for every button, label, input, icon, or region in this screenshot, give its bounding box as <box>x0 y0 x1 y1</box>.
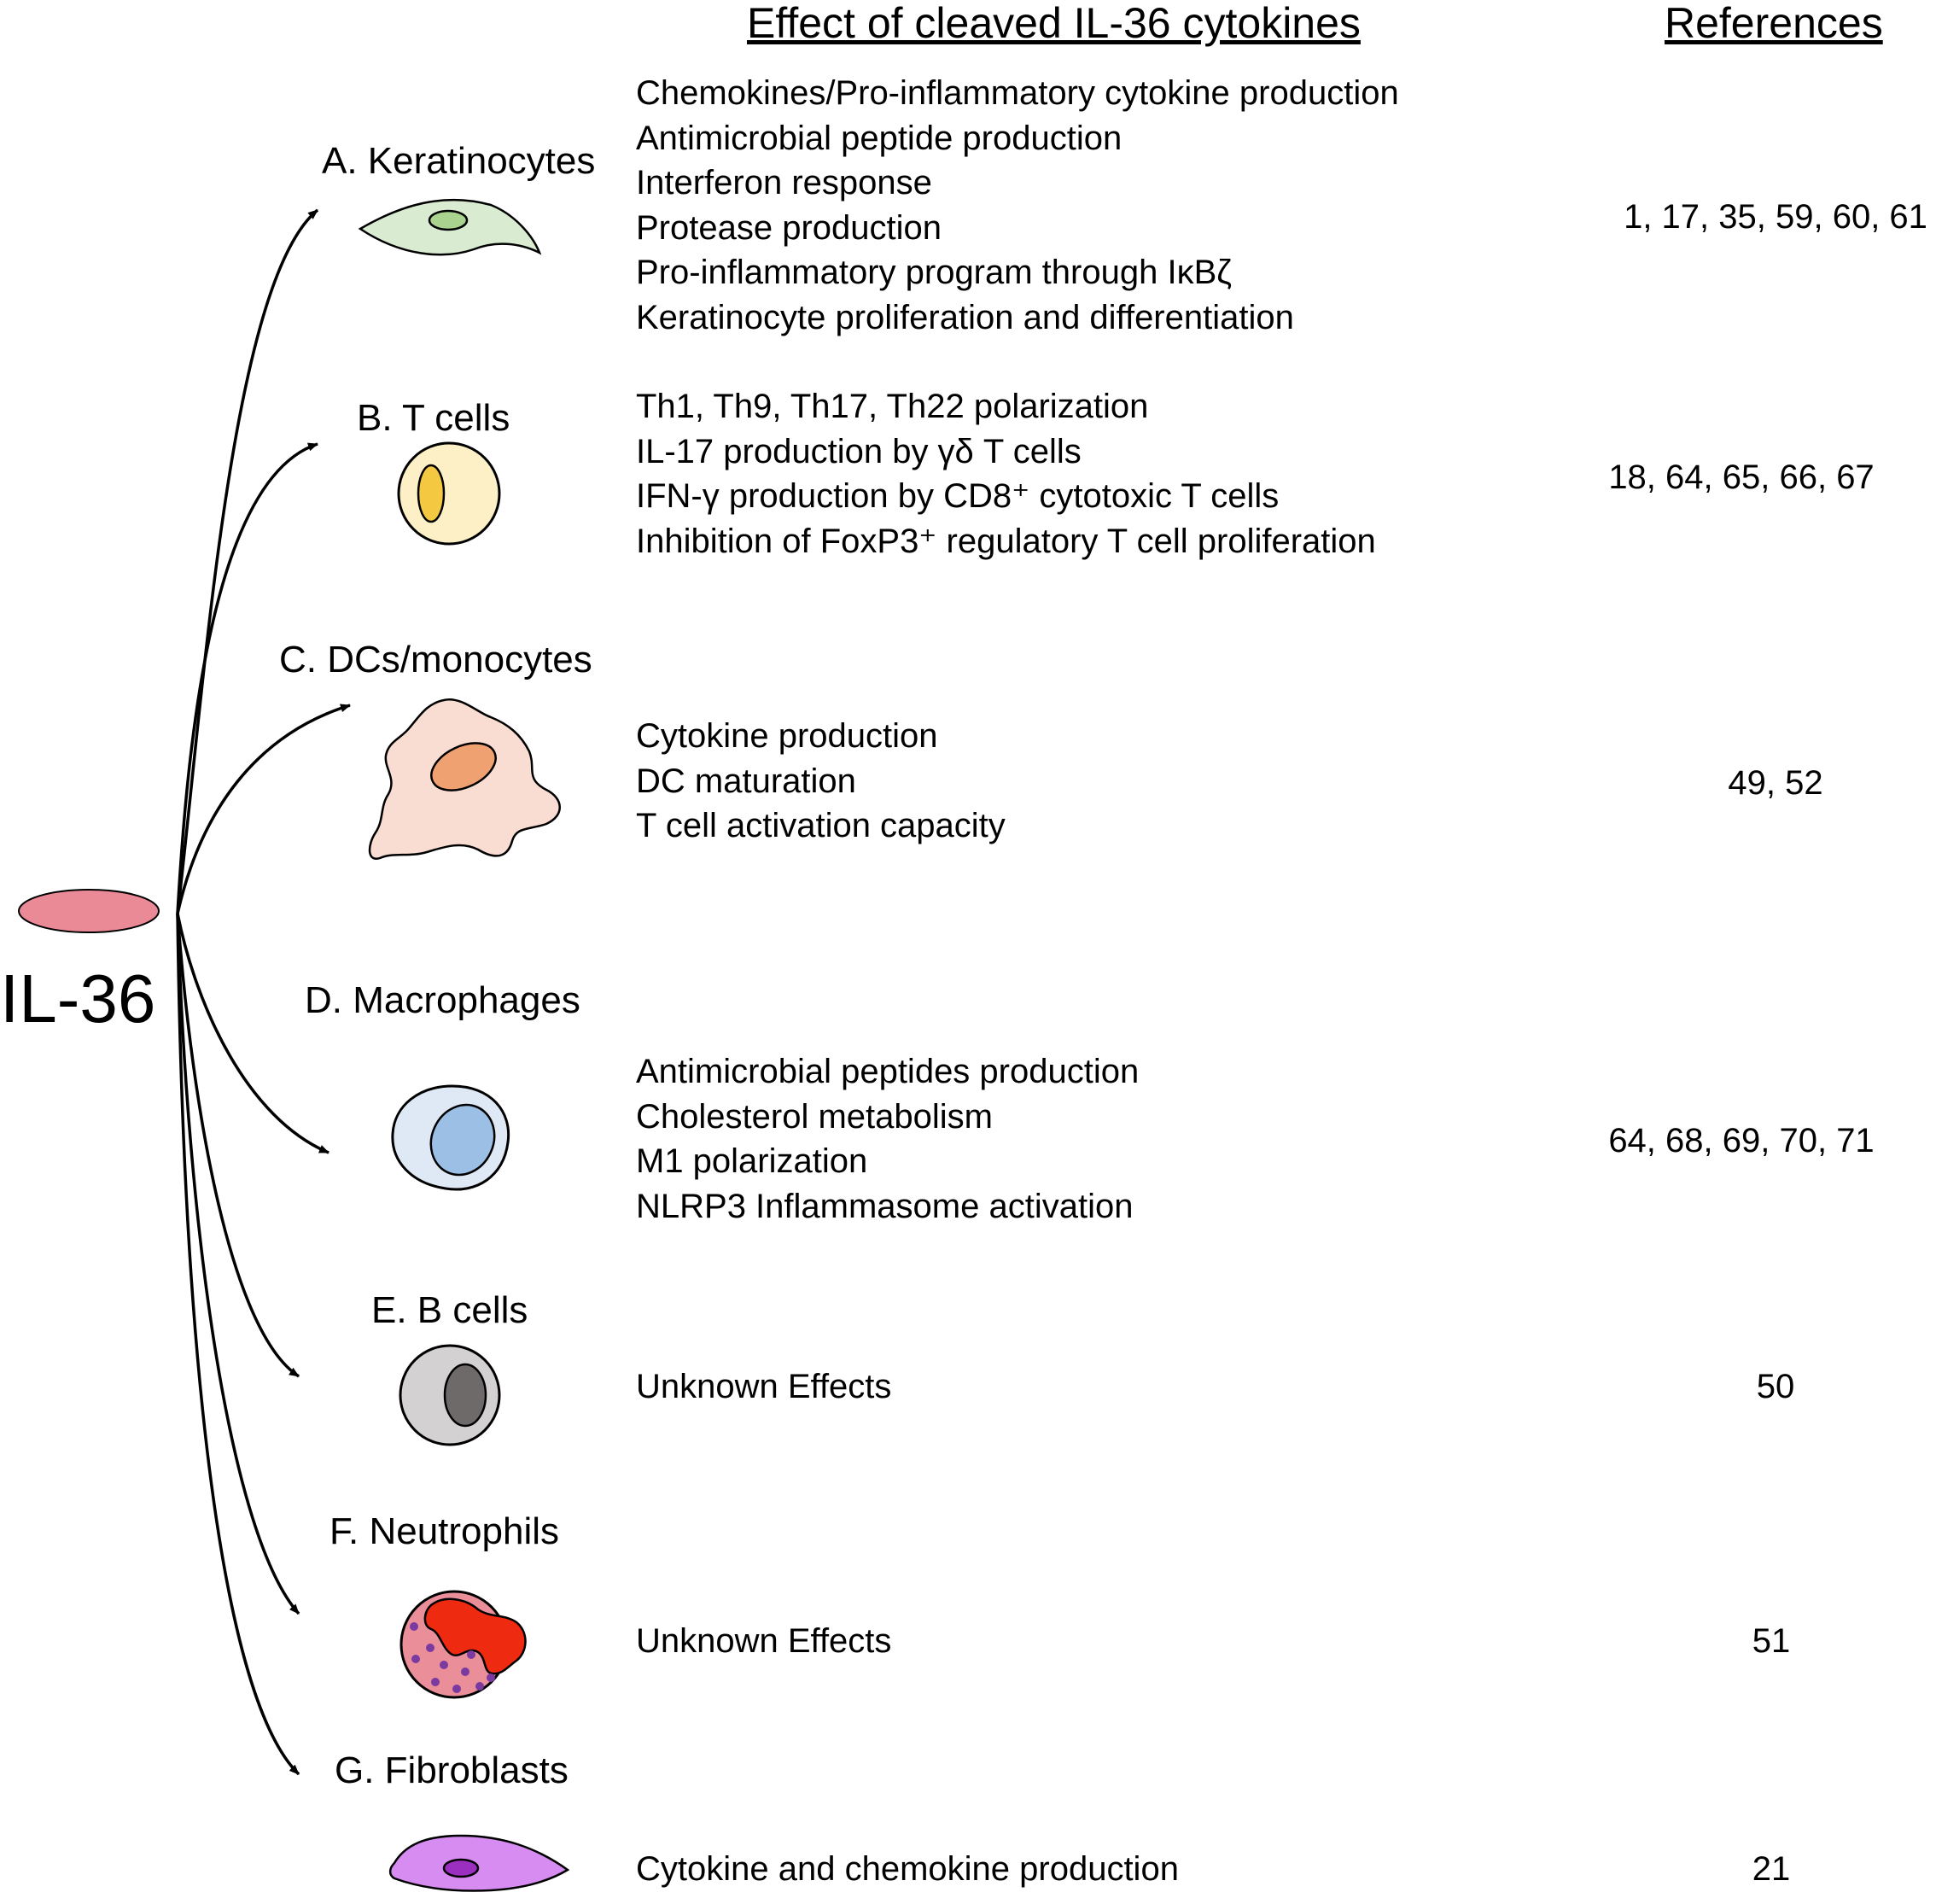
effect-item: Chemokines/Pro-inflammatory cytokine pro… <box>636 74 1399 112</box>
keratinocyte-icon <box>358 198 542 256</box>
effect-item: Pro-inflammatory program through IκBζ <box>636 254 1232 291</box>
references-fibroblasts: 21 <box>1752 1850 1791 1888</box>
effect-item: Unknown Effects <box>636 1368 892 1405</box>
effect-item: Th1, Th9, Th17, Th22 polarization <box>636 388 1149 425</box>
arrow-to-dcs-monocytes <box>176 704 351 914</box>
effect-item: Inhibition of FoxP3⁺ regulatory T cell p… <box>636 522 1376 560</box>
effect-item: Cytokine production <box>636 717 938 755</box>
effects-list-b-cells: Unknown Effects <box>636 1364 891 1410</box>
dendritic-cell-icon <box>368 698 561 860</box>
cell-label-dcs-monocytes: C. DCs/monocytes <box>279 639 592 680</box>
cell-label-macrophages: D. Macrophages <box>305 979 580 1021</box>
effect-item: DC maturation <box>636 762 856 800</box>
arrows <box>176 208 351 1776</box>
references-keratinocytes: 1, 17, 35, 59, 60, 61 <box>1624 198 1927 236</box>
references-b-cells: 50 <box>1756 1368 1795 1405</box>
effect-item: M1 polarization <box>636 1142 868 1180</box>
neutrophil-icon <box>399 1590 527 1699</box>
effect-item: Cytokine and chemokine production <box>636 1850 1179 1888</box>
effect-item: IL-17 production by γδ T cells <box>636 432 1082 470</box>
effect-item: NLRP3 Inflammasome activation <box>636 1187 1134 1225</box>
references-column-header: References <box>1665 0 1883 47</box>
effects-list-macrophages: Antimicrobial peptides production Choles… <box>636 1049 1139 1229</box>
effects-list-t-cells: Th1, Th9, Th17, Th22 polarization IL-17 … <box>636 384 1376 564</box>
effects-list-keratinocytes: Chemokines/Pro-inflammatory cytokine pro… <box>636 71 1399 340</box>
effect-item: Antimicrobial peptide production <box>636 119 1123 157</box>
effect-item: Antimicrobial peptides production <box>636 1053 1140 1090</box>
arrow-to-neutrophils <box>176 913 300 1615</box>
t-cell-icon <box>397 441 501 546</box>
effect-item: Interferon response <box>636 164 932 201</box>
arrow-to-keratinocytes <box>176 208 319 914</box>
cell-label-neutrophils: F. Neutrophils <box>329 1510 560 1552</box>
references-macrophages: 64, 68, 69, 70, 71 <box>1608 1122 1875 1159</box>
effects-list-dcs-monocytes: Cytokine production DC maturation T cell… <box>636 714 1006 849</box>
references-dcs-monocytes: 49, 52 <box>1728 764 1823 802</box>
cell-label-fibroblasts: G. Fibroblasts <box>335 1749 569 1791</box>
macrophage-icon <box>391 1084 510 1191</box>
arrow-to-t-cells <box>176 442 318 914</box>
effect-item: Protease production <box>636 208 942 247</box>
fibroblast-icon <box>388 1834 570 1892</box>
effect-item: Keratinocyte proliferation and different… <box>636 298 1294 336</box>
effect-item: Cholesterol metabolism <box>636 1097 993 1136</box>
references-neutrophils: 51 <box>1752 1622 1791 1660</box>
il36-oval-icon <box>18 889 160 933</box>
effect-item: IFN-γ production by CD8⁺ cytotoxic T cel… <box>636 477 1280 515</box>
arrow-to-b-cells <box>176 913 300 1378</box>
cell-label-keratinocytes: A. Keratinocytes <box>322 140 596 182</box>
il36-label: IL-36 <box>0 961 156 1037</box>
cell-label-b-cells: E. B cells <box>371 1289 528 1331</box>
effect-item: T cell activation capacity <box>636 807 1006 844</box>
effects-list-neutrophils: Unknown Effects <box>636 1619 891 1664</box>
b-cell-icon <box>399 1344 501 1446</box>
references-t-cells: 18, 64, 65, 66, 67 <box>1608 458 1875 496</box>
cell-label-t-cells: B. T cells <box>357 397 510 439</box>
effects-column-header: Effect of cleaved IL-36 cytokines <box>747 0 1361 47</box>
effects-list-fibroblasts: Cytokine and chemokine production <box>636 1847 1179 1892</box>
effect-item: Unknown Effects <box>636 1622 892 1660</box>
arrow-to-macrophages <box>176 913 329 1154</box>
arrow-to-fibroblasts <box>176 913 300 1776</box>
